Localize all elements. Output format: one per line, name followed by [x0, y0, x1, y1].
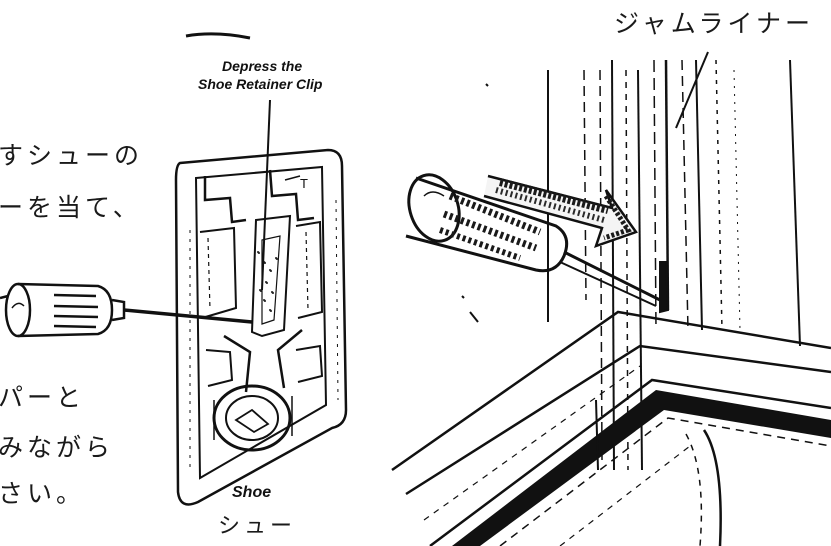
shoe-label-jp: シュー: [218, 514, 297, 539]
depress-label-line1: Depress the: [222, 58, 303, 74]
small-screwdriver: [0, 282, 253, 338]
cropped-text-line-1: すシューの: [0, 141, 144, 170]
cropped-text-line-2: ーを当て、: [0, 193, 142, 222]
cropped-text-line-4: みながら: [0, 433, 115, 462]
cropped-text-line-5: さい。: [0, 479, 86, 508]
direction-arrow: [483, 174, 638, 249]
cropped-text-line-3: パーと: [0, 383, 86, 412]
large-screwdriver: [405, 173, 661, 307]
clip-leader-line: [261, 99, 271, 291]
svg-text:T: T: [300, 176, 308, 191]
jamliner-label: ジャムライナー: [614, 9, 815, 38]
shoe-illustration: T: [174, 32, 348, 506]
depress-label-line2: Shoe Retainer Clip: [198, 76, 323, 92]
shoe-label-en: Shoe: [232, 484, 272, 501]
window-jamb-illustration: [391, 51, 831, 546]
